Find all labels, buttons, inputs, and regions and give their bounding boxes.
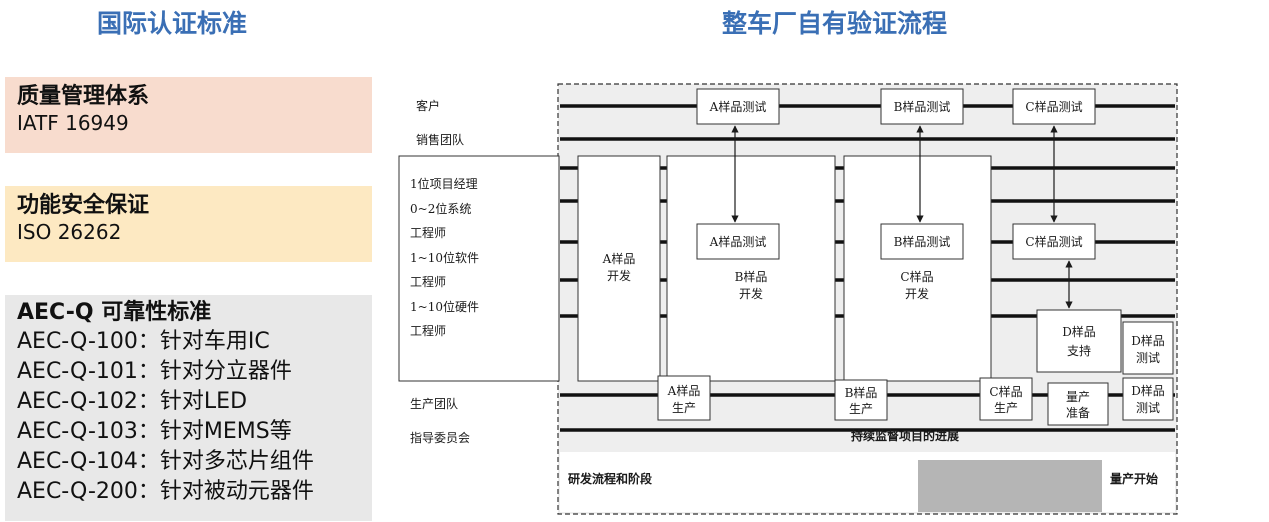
mass-prep-label: 准备 bbox=[1066, 406, 1090, 420]
production-label: B样品 bbox=[845, 385, 878, 400]
standard-title: 质量管理体系 bbox=[17, 84, 150, 109]
standard-line: AEC-Q-200：针对被动元器件 bbox=[17, 479, 314, 504]
test-box-a-top bbox=[696, 88, 780, 125]
lane-label-sales: 销售团队 bbox=[416, 132, 464, 147]
standard-line: AEC-Q-103：针对MEMS等 bbox=[17, 419, 292, 444]
mass-prep-box bbox=[1047, 382, 1109, 426]
standard-card-quality: 质量管理体系 IATF 16949 bbox=[5, 77, 372, 153]
standard-line: IATF 16949 bbox=[17, 111, 129, 135]
team-line: 工程师 bbox=[410, 323, 446, 338]
test-box-c-top bbox=[1012, 88, 1096, 125]
team-line: 0~2位系统 bbox=[410, 201, 471, 216]
phase-label: 开发 bbox=[739, 286, 763, 301]
production-label: A样品 bbox=[667, 383, 701, 398]
phase-box-b bbox=[666, 155, 836, 382]
test-label: B样品测试 bbox=[894, 234, 951, 249]
standard-line: AEC-Q-102：针对LED bbox=[17, 389, 248, 414]
standard-card-aec: AEC-Q 可靠性标准 AEC-Q-100：针对车用IC AEC-Q-101：针… bbox=[5, 295, 372, 521]
production-label: 生产 bbox=[994, 401, 1018, 415]
process-label: 研发流程和阶段 bbox=[568, 471, 653, 486]
redacted-area bbox=[918, 460, 1102, 512]
test-label: C样品测试 bbox=[1025, 99, 1082, 114]
standard-line: ISO 26262 bbox=[17, 220, 122, 244]
standard-line: AEC-Q-104：针对多芯片组件 bbox=[17, 449, 314, 474]
standard-card-safety: 功能安全保证 ISO 26262 bbox=[5, 186, 372, 262]
phase-box-a bbox=[577, 155, 661, 382]
d-test-label: D样品 bbox=[1131, 333, 1165, 348]
d-support-label: D样品 bbox=[1062, 324, 1096, 339]
team-line: 1位项目经理 bbox=[410, 176, 478, 191]
phase-label: 开发 bbox=[905, 286, 929, 301]
team-line: 工程师 bbox=[410, 225, 446, 240]
phase-label: C样品 bbox=[900, 269, 933, 284]
production-box-b bbox=[834, 379, 888, 421]
lane-label-steering: 指导委员会 bbox=[410, 430, 470, 445]
mass-prep-label: 量产 bbox=[1066, 390, 1090, 404]
monitor-label: 持续监督项目的进展 bbox=[851, 428, 959, 443]
phase-label: 开发 bbox=[607, 268, 631, 283]
test-label: A样品测试 bbox=[709, 99, 767, 114]
d-test-label: 测试 bbox=[1136, 350, 1160, 365]
team-line: 1~10位硬件 bbox=[410, 299, 479, 314]
d-test-box-1 bbox=[1122, 321, 1174, 375]
phase-label: A样品 bbox=[602, 251, 636, 266]
test-box-b-top bbox=[880, 88, 964, 125]
d-test-label: D样品 bbox=[1131, 383, 1165, 398]
phase-label: B样品 bbox=[735, 269, 768, 284]
production-box-a bbox=[657, 375, 711, 421]
d-test-label: 测试 bbox=[1136, 400, 1160, 415]
standard-title: 功能安全保证 bbox=[17, 193, 150, 218]
team-box bbox=[398, 155, 560, 382]
phase-box-c bbox=[843, 155, 992, 382]
standard-line: AEC-Q-100：针对车用IC bbox=[17, 329, 270, 354]
test-box-c-mid bbox=[1012, 223, 1096, 260]
test-box-b-mid bbox=[880, 223, 964, 260]
production-box-c bbox=[979, 377, 1033, 421]
standard-title: AEC-Q 可靠性标准 bbox=[17, 300, 212, 325]
left-title: 国际认证标准 bbox=[97, 9, 248, 38]
d-test-box-2 bbox=[1122, 377, 1174, 421]
validation-flow-diagram: 客户 销售团队 生产团队 指导委员会 1位项目经理 0~2位系统 工程师 1~1… bbox=[398, 83, 1178, 515]
test-label: A样品测试 bbox=[709, 234, 767, 249]
d-support-label: 支持 bbox=[1067, 343, 1091, 358]
team-line: 1~10位软件 bbox=[410, 250, 479, 265]
team-line: 工程师 bbox=[410, 274, 446, 289]
production-label: C样品 bbox=[989, 384, 1022, 399]
mass-production-label: 量产开始 bbox=[1110, 471, 1158, 486]
d-support-box bbox=[1036, 309, 1122, 373]
standard-line: AEC-Q-101：针对分立器件 bbox=[17, 359, 292, 384]
production-label: 生产 bbox=[672, 401, 696, 415]
production-label: 生产 bbox=[849, 402, 873, 416]
test-label: B样品测试 bbox=[894, 99, 951, 114]
right-title: 整车厂自有验证流程 bbox=[722, 9, 948, 38]
lane-label-production: 生产团队 bbox=[410, 396, 458, 411]
test-label: C样品测试 bbox=[1025, 234, 1082, 249]
lane-label-customer: 客户 bbox=[416, 98, 440, 113]
test-box-a-mid bbox=[696, 223, 780, 260]
